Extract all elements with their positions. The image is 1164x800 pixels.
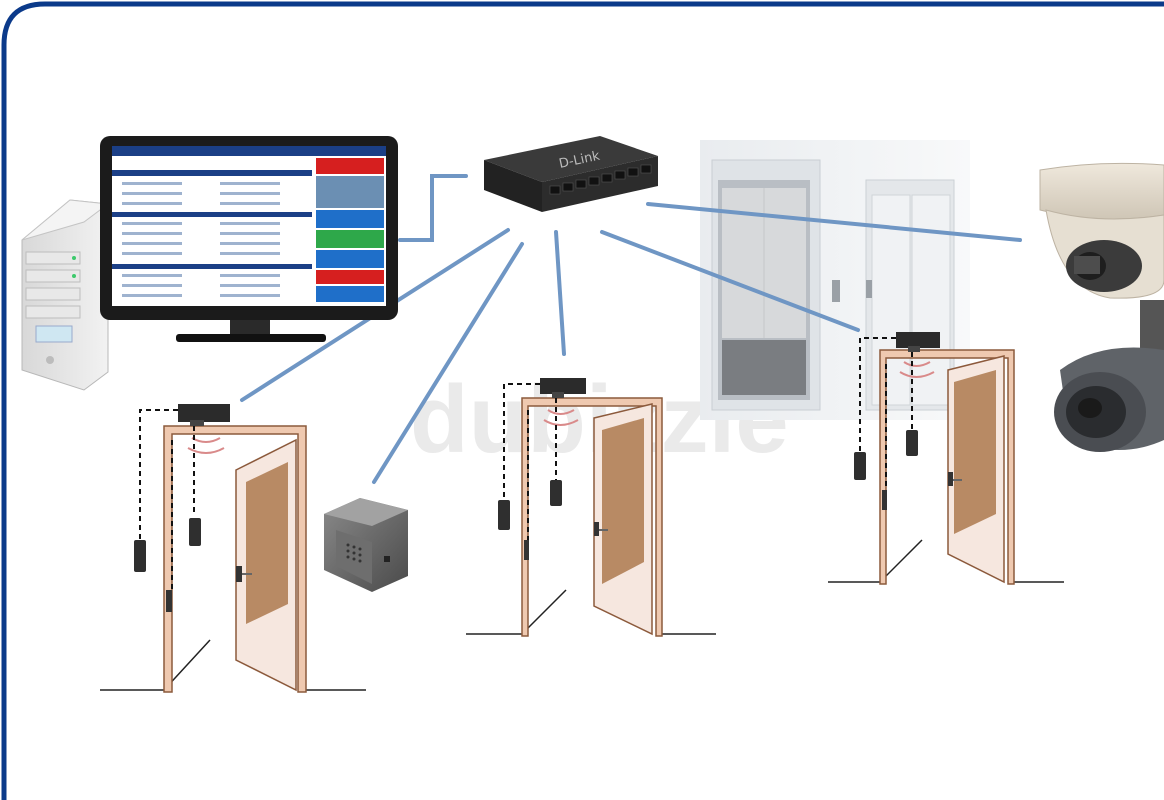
- access-controller-icon: [540, 378, 586, 394]
- bullet-camera-icon: [1054, 300, 1164, 452]
- dome-camera-icon: [1039, 162, 1164, 299]
- exit-button-icon: [189, 518, 201, 546]
- server-tower-icon: [21, 199, 110, 391]
- door-handle-icon: [594, 522, 599, 536]
- link-monitor: [398, 174, 468, 242]
- card-reader-icon: [854, 452, 866, 480]
- exit-button-icon: [906, 430, 918, 456]
- exit-button-icon: [550, 480, 562, 506]
- access-controller-icon: [896, 332, 940, 348]
- link-door-2: [554, 230, 566, 356]
- card-reader-icon: [134, 540, 146, 572]
- monitor-icon: [100, 136, 398, 342]
- door-handle-icon: [236, 566, 242, 582]
- door-lock-icon: [524, 540, 529, 560]
- door-1: [100, 404, 366, 693]
- link-intercom: [372, 242, 524, 484]
- door-lock-icon: [166, 590, 172, 612]
- network-switch-icon: D-Link: [484, 136, 658, 212]
- door-handle-icon: [948, 472, 953, 486]
- card-reader-icon: [498, 500, 510, 530]
- network-links: [240, 174, 1022, 484]
- door-3: [828, 332, 1064, 585]
- door-lock-icon: [882, 490, 887, 510]
- intercom-box-icon: [324, 498, 408, 592]
- door-2: [466, 378, 716, 637]
- link-camera: [646, 202, 1022, 242]
- link-door-3: [600, 230, 860, 332]
- elevator-icon: [700, 140, 970, 420]
- access-controller-icon: [178, 404, 230, 422]
